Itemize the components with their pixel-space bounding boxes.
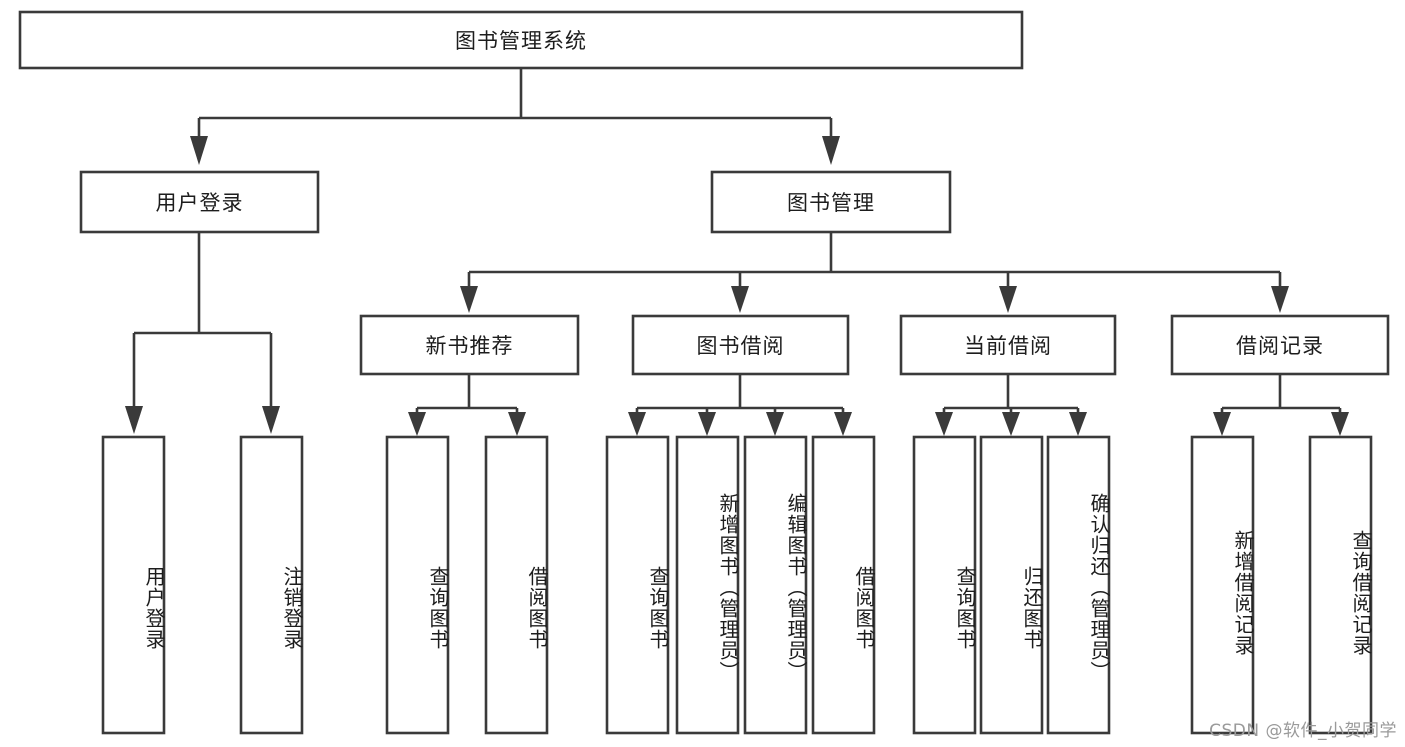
node-user-logout-leaf[interactable] xyxy=(239,435,304,735)
node-borrow-record[interactable] xyxy=(1170,314,1390,376)
arrow-head-cb-return-book xyxy=(1002,412,1020,436)
node-br-query-record[interactable] xyxy=(1308,435,1373,735)
arrow-head-current-borrow xyxy=(999,286,1017,313)
node-root-system[interactable] xyxy=(18,10,1024,70)
arrow-head-bb-add-book xyxy=(698,412,716,436)
arrow-head-bb-query-book xyxy=(628,412,646,436)
node-bb-query-book[interactable] xyxy=(605,435,670,735)
arrow-head-new-book-recommend xyxy=(460,286,478,313)
arrow-head-br-query-record xyxy=(1331,412,1349,436)
node-current-borrow[interactable] xyxy=(899,314,1117,376)
node-user-login-leaf[interactable] xyxy=(101,435,166,735)
node-cb-return-book[interactable] xyxy=(979,435,1044,735)
node-br-add-record[interactable] xyxy=(1190,435,1255,735)
arrow-head-nbr-query-book xyxy=(408,412,426,436)
node-new-book-recommend[interactable] xyxy=(359,314,580,376)
csdn-watermark: CSDN @软件_小贺同学 xyxy=(1209,721,1397,741)
arrow-head-nbr-borrow-book xyxy=(508,412,526,436)
arrow-head-cb-query-book xyxy=(935,412,953,436)
arrow-head-user-logout-leaf xyxy=(262,406,280,434)
node-user-login[interactable] xyxy=(79,170,320,234)
arrow-head-user-login xyxy=(190,136,208,165)
arrow-head-user-login-leaf xyxy=(125,406,143,434)
node-cb-query-book[interactable] xyxy=(912,435,977,735)
node-book-borrow[interactable] xyxy=(631,314,850,376)
node-nbr-borrow-book[interactable] xyxy=(484,435,549,735)
arrow-head-book-manage xyxy=(822,136,840,165)
arrow-head-bb-borrow-book xyxy=(834,412,852,436)
arrow-head-borrow-record xyxy=(1271,286,1289,313)
arrow-head-book-borrow xyxy=(731,286,749,313)
node-book-manage[interactable] xyxy=(710,170,952,234)
node-bb-edit-book[interactable] xyxy=(743,435,808,735)
arrow-head-cb-confirm-return xyxy=(1069,412,1087,436)
node-bb-add-book[interactable] xyxy=(675,435,740,735)
node-bb-borrow-book[interactable] xyxy=(811,435,876,735)
node-cb-confirm-return[interactable] xyxy=(1046,435,1111,735)
arrow-head-br-add-record xyxy=(1213,412,1231,436)
arrow-head-bb-edit-book xyxy=(766,412,784,436)
node-nbr-query-book[interactable] xyxy=(385,435,450,735)
